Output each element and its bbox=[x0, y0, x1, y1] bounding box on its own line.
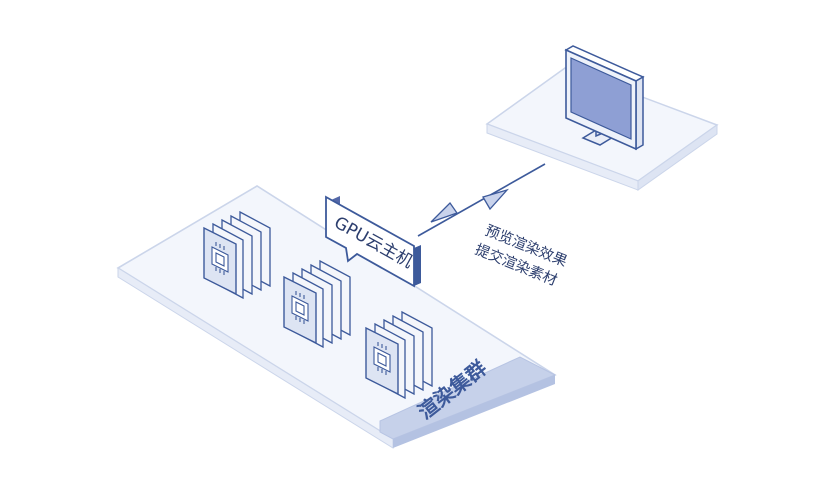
connection-link bbox=[417, 163, 546, 237]
server-blade-icon bbox=[203, 226, 237, 296]
cpu-chip-icon bbox=[291, 291, 309, 324]
cpu-chip-icon bbox=[373, 342, 391, 375]
cpu-chip-icon bbox=[211, 242, 229, 275]
server-blade-icon bbox=[365, 326, 399, 396]
gpu-host-tag-panel bbox=[325, 195, 415, 288]
client-workstation bbox=[485, 45, 719, 191]
arrow-head-icon bbox=[430, 201, 459, 223]
server-rack bbox=[283, 259, 351, 349]
monitor-screen bbox=[570, 57, 632, 140]
server-blade-icon bbox=[283, 275, 317, 345]
monitor-icon bbox=[564, 45, 645, 151]
action-labels: 预览渲染效果 提交渲染素材 bbox=[473, 222, 570, 289]
server-rack bbox=[365, 310, 433, 400]
server-rack bbox=[203, 210, 271, 300]
arrow-head-icon bbox=[482, 188, 509, 211]
